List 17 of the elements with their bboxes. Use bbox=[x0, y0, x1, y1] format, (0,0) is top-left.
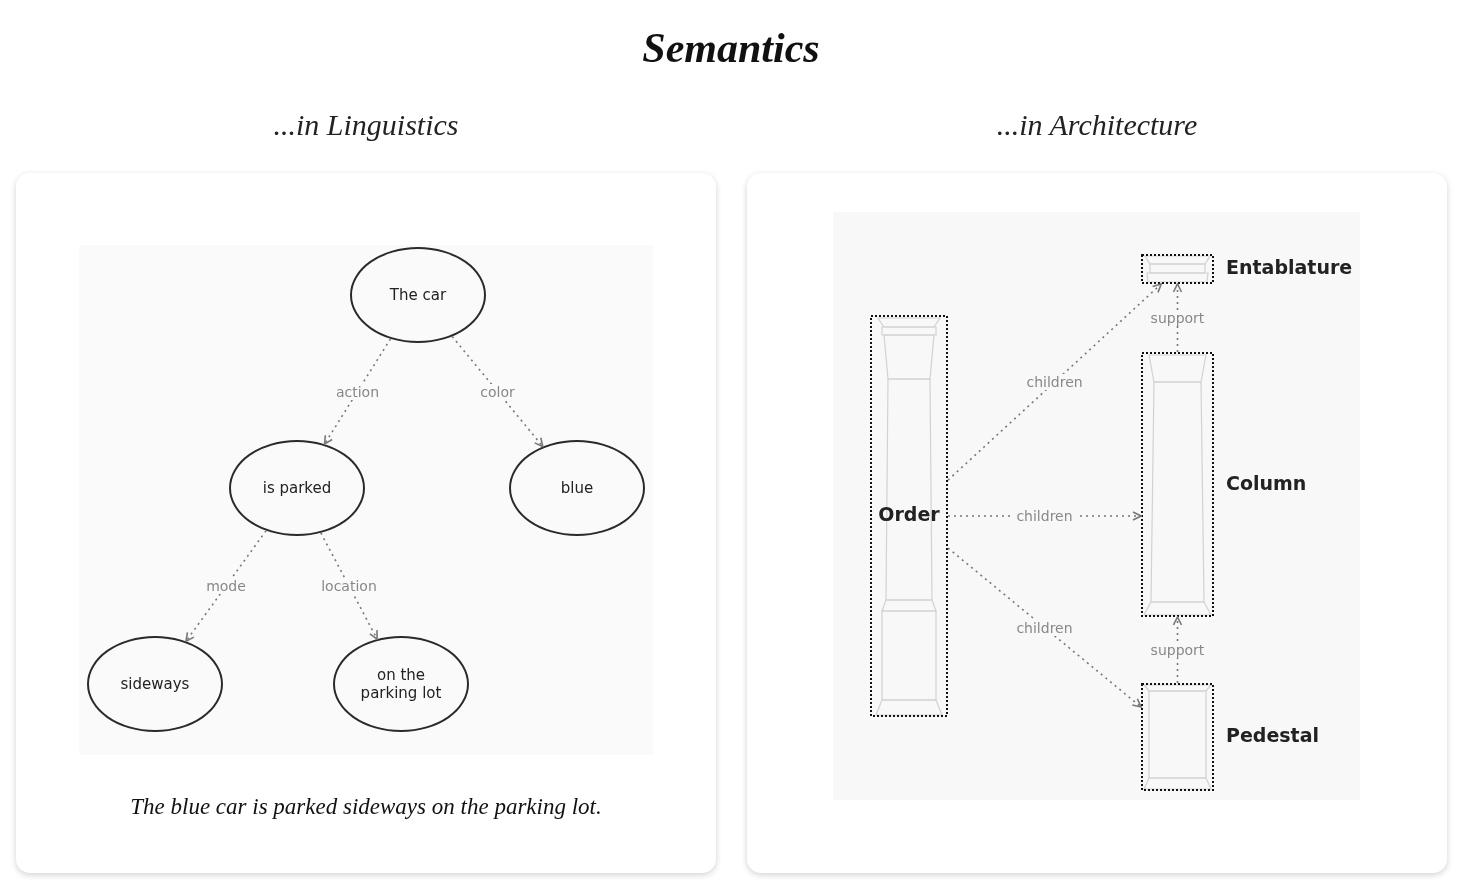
arrow bbox=[947, 547, 1142, 708]
arrow bbox=[947, 283, 1162, 481]
node-label: Column bbox=[1226, 471, 1307, 494]
arrow bbox=[323, 338, 392, 445]
edge-label: children bbox=[1013, 508, 1076, 524]
arrow bbox=[1172, 616, 1183, 684]
panel-text: The blue car is parked sideways on the parking lot. bbox=[130, 794, 602, 819]
arrow bbox=[185, 529, 267, 643]
node-label: Pedestal bbox=[1226, 724, 1320, 746]
arrow bbox=[1172, 283, 1183, 353]
panel-heading: ...in Linguistics bbox=[273, 108, 459, 141]
arrow bbox=[320, 532, 378, 640]
title: Semantics bbox=[642, 25, 820, 71]
node-label: Order bbox=[877, 503, 941, 525]
arrow bbox=[451, 335, 544, 448]
panel-heading: ...in Architecture bbox=[996, 108, 1198, 141]
node-label: Entablature bbox=[1226, 256, 1353, 278]
